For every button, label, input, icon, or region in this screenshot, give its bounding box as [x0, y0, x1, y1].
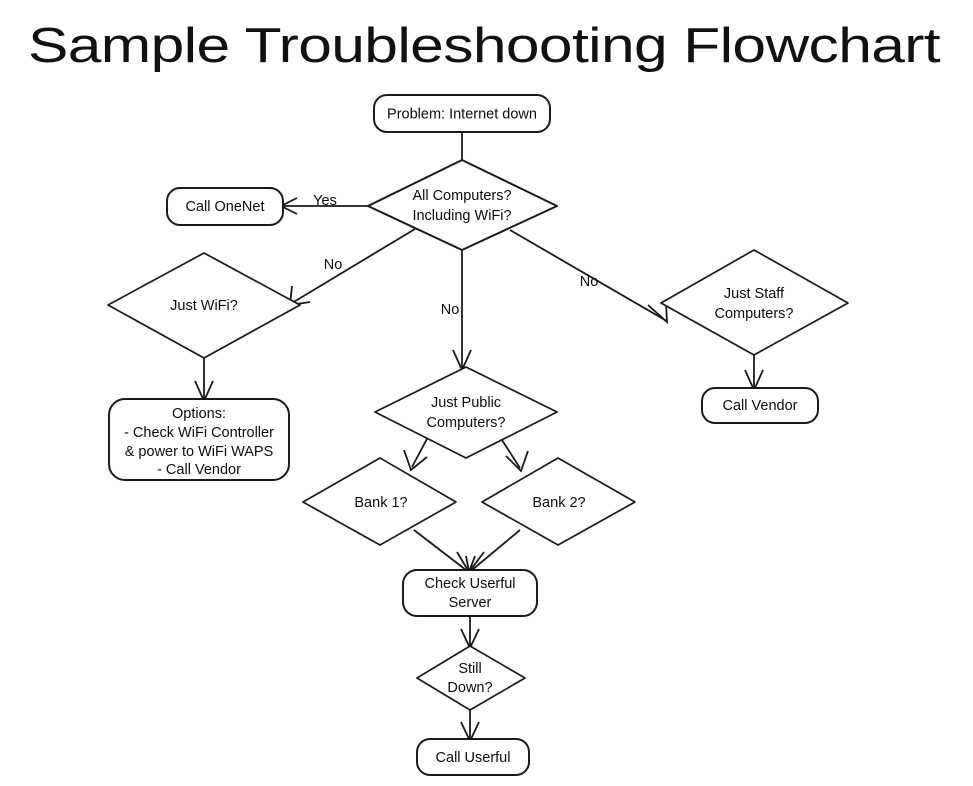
node-still-down[interactable]: Still Down? — [416, 645, 526, 711]
node-call-userful-label: Call Userful — [436, 750, 511, 766]
node-just-wifi-label: Just WiFi? — [170, 298, 238, 314]
arrowhead-bank2 — [505, 450, 529, 473]
node-call-userful[interactable]: Call Userful — [416, 738, 530, 776]
node-just-staff-label-line2: Computers? — [715, 306, 794, 322]
node-just-public[interactable]: Just Public Computers? — [374, 366, 558, 459]
node-call-vendor-label: Call Vendor — [723, 398, 798, 414]
node-options-shape — [108, 398, 290, 481]
node-just-wifi-shape — [107, 252, 301, 359]
edge-labels-layer: Yes No No No — [313, 193, 598, 318]
edge-all-computers-to-just-staff — [509, 229, 666, 321]
node-just-staff-shape — [660, 249, 849, 356]
arrowhead-bank1 — [403, 449, 428, 472]
node-options-label-line4: - Call Vendor — [157, 462, 241, 478]
node-all-computers-shape — [367, 159, 558, 251]
edge-just-public-to-bank1 — [411, 436, 429, 468]
node-bank2-label: Bank 2? — [532, 495, 585, 511]
node-bank1-label: Bank 1? — [354, 495, 407, 511]
edge-label-no-center: No — [441, 302, 460, 318]
node-just-public-shape — [374, 366, 558, 459]
node-bank1[interactable]: Bank 1? — [302, 457, 457, 546]
node-call-onenet-shape — [166, 187, 284, 226]
node-just-staff-label-line1: Just Staff — [724, 286, 785, 302]
node-options[interactable]: Options: - Check WiFi Controller & power… — [108, 398, 290, 481]
node-call-vendor[interactable]: Call Vendor — [701, 387, 819, 424]
node-call-vendor-shape — [701, 387, 819, 424]
edge-label-yes: Yes — [313, 193, 337, 209]
node-call-onenet-label: Call OneNet — [186, 199, 265, 215]
edge-label-no-left: No — [324, 257, 343, 273]
node-all-computers-label-line1: All Computers? — [412, 188, 511, 204]
node-options-label-line2: - Check WiFi Controller — [124, 425, 274, 441]
node-check-userful-label-line1: Check Userful — [424, 576, 515, 592]
node-all-computers[interactable]: All Computers? Including WiFi? — [367, 159, 558, 251]
node-just-public-label-line2: Computers? — [427, 415, 506, 431]
edge-bank2-to-check-userful — [471, 529, 521, 571]
edge-bank1-to-check-userful — [413, 529, 467, 571]
node-problem-shape — [373, 94, 551, 133]
node-just-staff[interactable]: Just Staff Computers? — [660, 249, 849, 356]
arrowhead-just-staff — [647, 301, 669, 325]
node-bank2[interactable]: Bank 2? — [481, 457, 636, 546]
node-call-onenet[interactable]: Call OneNet — [166, 187, 284, 226]
node-options-label-line3: & power to WiFi WAPS — [125, 444, 274, 460]
node-check-userful-label-line2: Server — [449, 595, 492, 611]
edge-just-public-to-bank2 — [499, 436, 521, 469]
edge-label-no-right: No — [580, 274, 599, 290]
edge-all-computers-to-just-wifi — [291, 228, 416, 304]
node-problem-label: Problem: Internet down — [387, 106, 537, 122]
node-still-down-shape — [416, 645, 526, 711]
node-all-computers-label-line2: Including WiFi? — [412, 208, 511, 224]
node-options-label-line1: Options: — [172, 406, 226, 422]
node-just-public-label-line1: Just Public — [431, 395, 501, 411]
node-problem[interactable]: Problem: Internet down — [373, 94, 551, 133]
node-still-down-label-line2: Down? — [447, 680, 492, 696]
node-still-down-label-line1: Still — [458, 661, 481, 677]
node-call-userful-shape — [416, 738, 530, 776]
node-check-userful-shape — [402, 569, 538, 617]
page-title: Sample Troubleshooting Flowchart — [28, 19, 941, 73]
node-just-wifi[interactable]: Just WiFi? — [107, 252, 301, 359]
node-check-userful[interactable]: Check Userful Server — [402, 569, 538, 617]
node-bank1-shape — [302, 457, 457, 546]
node-bank2-shape — [481, 457, 636, 546]
